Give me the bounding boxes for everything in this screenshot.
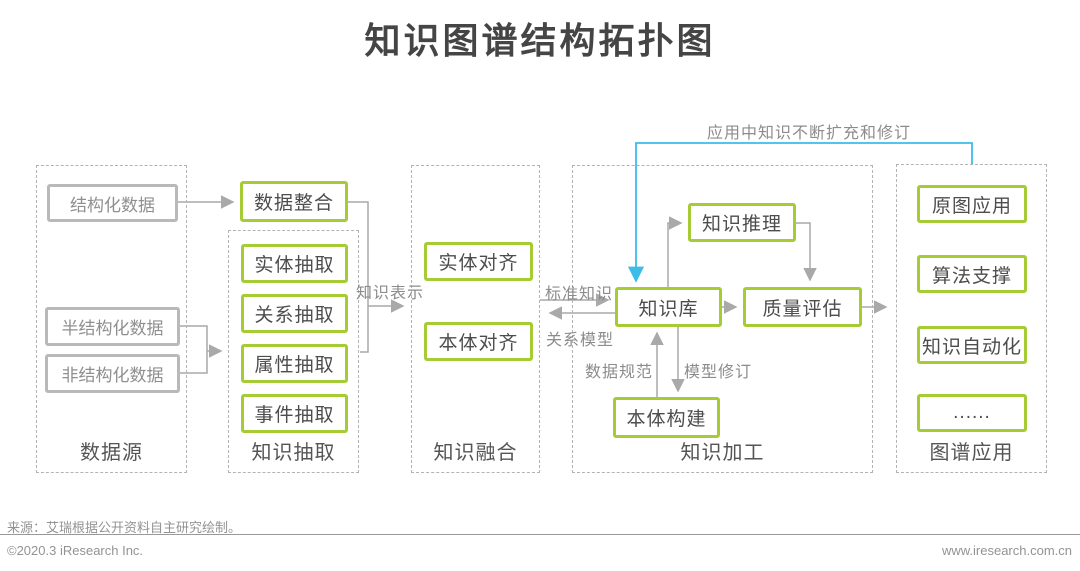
node-attribute-extraction: 属性抽取 bbox=[241, 344, 348, 383]
node-knowledge-base: 知识库 bbox=[615, 287, 722, 327]
edge-label-knowledge-representation: 知识表示 bbox=[356, 285, 425, 302]
group-application: 图谱应用 bbox=[896, 164, 1047, 473]
node-entity-extraction: 实体抽取 bbox=[241, 244, 348, 283]
edge-label-model-revision: 模型修订 bbox=[684, 364, 753, 381]
group-extraction-label: 知识抽取 bbox=[251, 442, 336, 464]
node-semi-structured-data: 半结构化数据 bbox=[45, 307, 180, 346]
node-knowledge-automation: 知识自动化 bbox=[917, 326, 1027, 364]
node-ontology-construction: 本体构建 bbox=[613, 397, 720, 438]
footer-source: 来源：艾瑞根据公开资料自主研究绘制。 bbox=[7, 520, 242, 535]
node-data-integration: 数据整合 bbox=[240, 181, 348, 222]
node-entity-alignment: 实体对齐 bbox=[424, 242, 533, 281]
node-quality-evaluation: 质量评估 bbox=[743, 287, 862, 327]
node-structured-data: 结构化数据 bbox=[47, 184, 178, 222]
node-unstructured-data: 非结构化数据 bbox=[45, 354, 180, 393]
footer-divider bbox=[0, 534, 1080, 535]
edge-label-standard-knowledge: 标准知识 bbox=[545, 286, 614, 303]
group-datasource: 数据源 bbox=[36, 165, 187, 473]
group-processing: 知识加工 bbox=[572, 165, 873, 473]
node-ontology-alignment: 本体对齐 bbox=[424, 322, 533, 361]
group-fusion: 知识融合 bbox=[411, 165, 540, 473]
node-ellipsis: ...... bbox=[917, 394, 1027, 432]
edge-label-app-feedback: 应用中知识不断扩充和修订 bbox=[706, 125, 911, 142]
footer-website: www.iresearch.com.cn bbox=[941, 543, 1072, 558]
group-application-label: 图谱应用 bbox=[929, 442, 1014, 464]
page-title: 知识图谱结构拓扑图 bbox=[364, 20, 716, 61]
group-fusion-label: 知识融合 bbox=[433, 442, 518, 464]
node-algorithm-support: 算法支撑 bbox=[917, 255, 1027, 293]
node-knowledge-reasoning: 知识推理 bbox=[688, 203, 796, 242]
group-processing-label: 知识加工 bbox=[680, 442, 765, 464]
group-datasource-label: 数据源 bbox=[80, 442, 143, 464]
edge-label-data-specification: 数据规范 bbox=[585, 364, 654, 381]
node-relation-extraction: 关系抽取 bbox=[241, 294, 348, 333]
node-event-extraction: 事件抽取 bbox=[241, 394, 348, 433]
node-original-graph-app: 原图应用 bbox=[917, 185, 1027, 223]
footer-copyright: ©2020.3 iResearch Inc. bbox=[7, 543, 144, 558]
group-extraction: 知识抽取 bbox=[228, 230, 359, 473]
edge-label-relation-model: 关系模型 bbox=[546, 332, 615, 349]
